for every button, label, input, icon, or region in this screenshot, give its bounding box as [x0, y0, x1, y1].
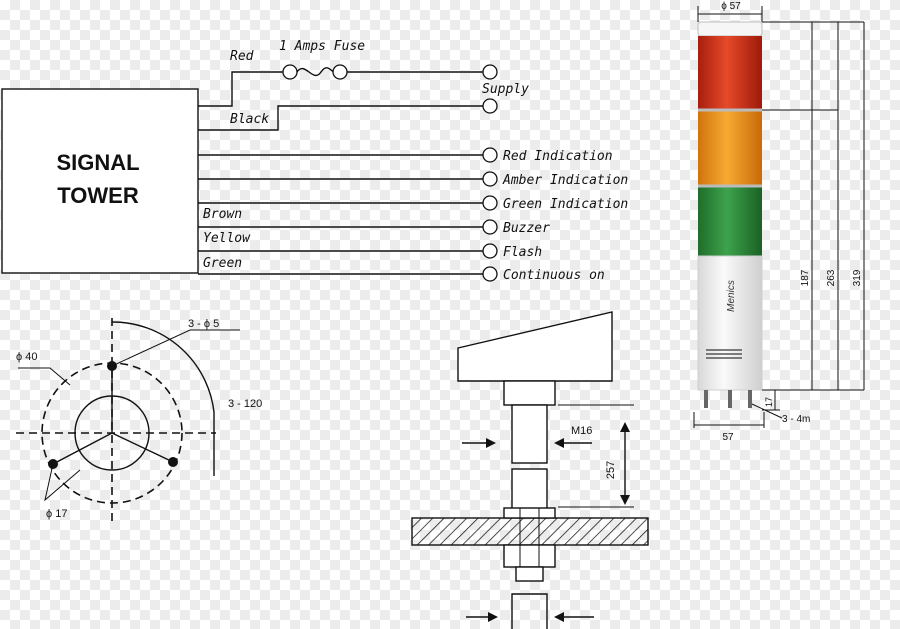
screw-3 — [748, 390, 752, 408]
cable-outlet — [511, 593, 548, 629]
dim-bottom-head-left — [488, 612, 498, 622]
fuse-terminal-right — [332, 64, 348, 80]
terminal-amber-indication — [482, 171, 498, 187]
mounting-side-view: M16 257 — [411, 311, 649, 629]
fuse-terminal-left — [282, 64, 298, 80]
bolt-hole-right — [168, 457, 178, 467]
label-angle: 3 - 120 — [228, 398, 262, 410]
tower-cap — [697, 21, 763, 37]
wire-label-black: Black — [230, 112, 269, 127]
bolt-leader-right — [111, 432, 174, 463]
signal-tower-title-line1: SIGNAL — [56, 150, 139, 175]
terminal-label-amber-indication: Amber Indication — [502, 173, 628, 188]
terminal-label-supply: Supply — [482, 82, 529, 97]
terminal-label-flash: Flash — [503, 245, 542, 260]
dim-bottom-head-right — [554, 612, 564, 622]
label-h2: 263 — [826, 269, 837, 286]
wire-label-red: Red — [230, 49, 254, 64]
terminal-supply-bottom — [482, 98, 498, 114]
dim-length-head-top — [620, 422, 630, 432]
leader-hole-dia — [44, 463, 81, 502]
dim-arrowhead-left — [486, 438, 496, 448]
label-length: 257 — [605, 461, 617, 479]
label-hole-size: 3 - ϕ 5 — [188, 318, 219, 330]
label-thread: M16 — [571, 425, 592, 437]
leader-screw — [751, 403, 783, 419]
signal-tower-product: Menics ϕ 57 187 263 319 17 3 - 4m 57 — [693, 1, 865, 443]
bolt-leader-left — [52, 432, 113, 465]
screw-1 — [704, 390, 708, 408]
dim-arrowhead-right — [554, 438, 564, 448]
label-screw: 3 - 4m — [782, 414, 810, 425]
terminal-supply-top — [482, 64, 498, 80]
leader-outer-dia — [18, 367, 71, 386]
terminal-continuous — [482, 266, 498, 282]
terminal-buzzer — [482, 219, 498, 235]
terminal-label-green-indication: Green Indication — [503, 197, 628, 212]
lens-amber — [698, 110, 762, 186]
leader-hole-size — [111, 329, 240, 367]
mounting-plate — [411, 517, 649, 546]
tower-base-unit — [697, 255, 763, 391]
mount-shaft-mid — [511, 468, 548, 510]
fuse-label: 1 Amps Fuse — [279, 39, 365, 54]
base-mount-view: 3 - ϕ 5 ϕ 40 ϕ 17 3 - 120 — [16, 318, 262, 526]
mount-collar — [503, 380, 556, 406]
wire-label-green: Green — [203, 256, 242, 271]
lens-green — [698, 186, 762, 256]
signal-tower-box — [1, 88, 199, 274]
wire-label-yellow: Yellow — [203, 231, 251, 246]
label-h1: 187 — [800, 269, 811, 286]
lens-red — [698, 36, 762, 110]
upper-nut — [503, 507, 556, 519]
terminal-flash — [482, 243, 498, 259]
label-h4: 17 — [764, 397, 774, 407]
terminal-label-buzzer: Buzzer — [503, 221, 550, 236]
tower-base-head — [457, 311, 613, 382]
label-h3: 319 — [852, 269, 863, 286]
label-outer-dia: ϕ 40 — [16, 351, 37, 363]
terminal-red-indication — [482, 147, 498, 163]
terminal-label-red-indication: Red Indication — [503, 149, 613, 164]
black-wire — [198, 105, 483, 131]
red-wire — [198, 71, 290, 107]
lower-nut — [503, 544, 556, 568]
shaft-end — [515, 566, 544, 582]
wire-label-brown: Brown — [203, 207, 242, 222]
tower-logo: Menics — [726, 280, 737, 312]
wiring-diagram: SIGNAL TOWER Red 1 Amps Fuse Black Brown… — [1, 39, 628, 283]
base-outline-arc — [111, 321, 215, 476]
screw-2 — [728, 390, 732, 408]
dim-length-head-bottom — [620, 495, 630, 505]
label-bottom-width: 57 — [722, 432, 734, 443]
mount-shaft-upper — [511, 404, 548, 464]
terminal-label-continuous: Continuous on — [503, 268, 605, 283]
signal-tower-title-line2: TOWER — [57, 183, 139, 208]
label-hole-dia: ϕ 17 — [46, 508, 67, 520]
label-top-dia: ϕ 57 — [721, 1, 741, 12]
terminal-green-indication — [482, 195, 498, 211]
